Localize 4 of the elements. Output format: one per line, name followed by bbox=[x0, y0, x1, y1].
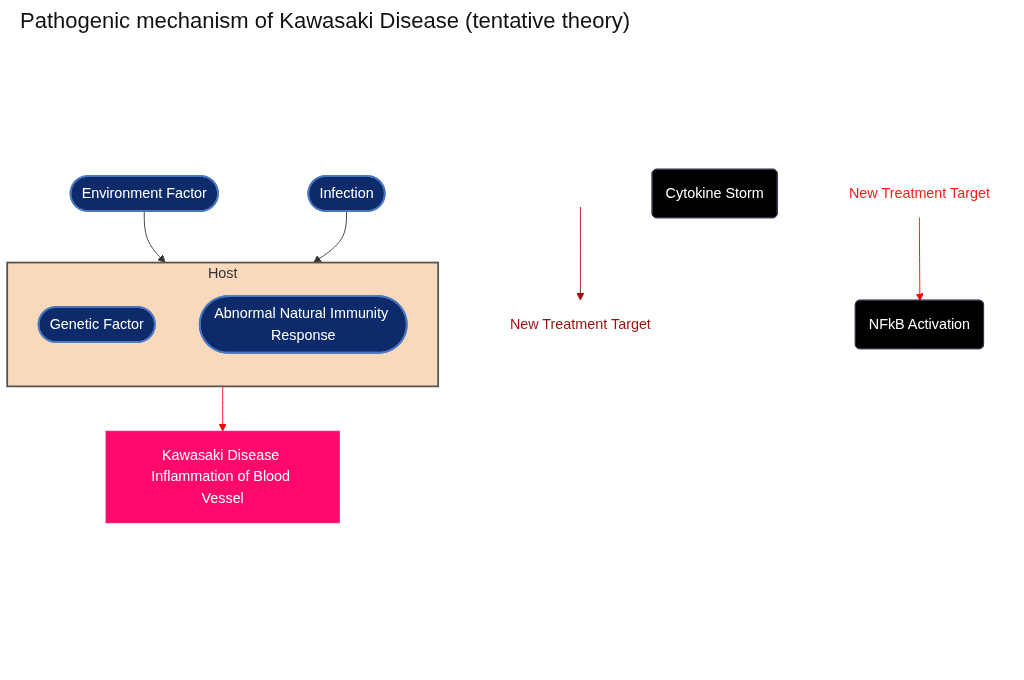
diagram-title: Pathogenic mechanism of Kawasaki Disease (tentative theory) bbox=[20, 8, 632, 34]
node-text: New Treatment Target bbox=[509, 316, 651, 332]
node-text: New Treatment Target bbox=[848, 185, 990, 201]
node-box: Kawasaki Disease Inflammation of Blood Vessel bbox=[105, 430, 340, 524]
